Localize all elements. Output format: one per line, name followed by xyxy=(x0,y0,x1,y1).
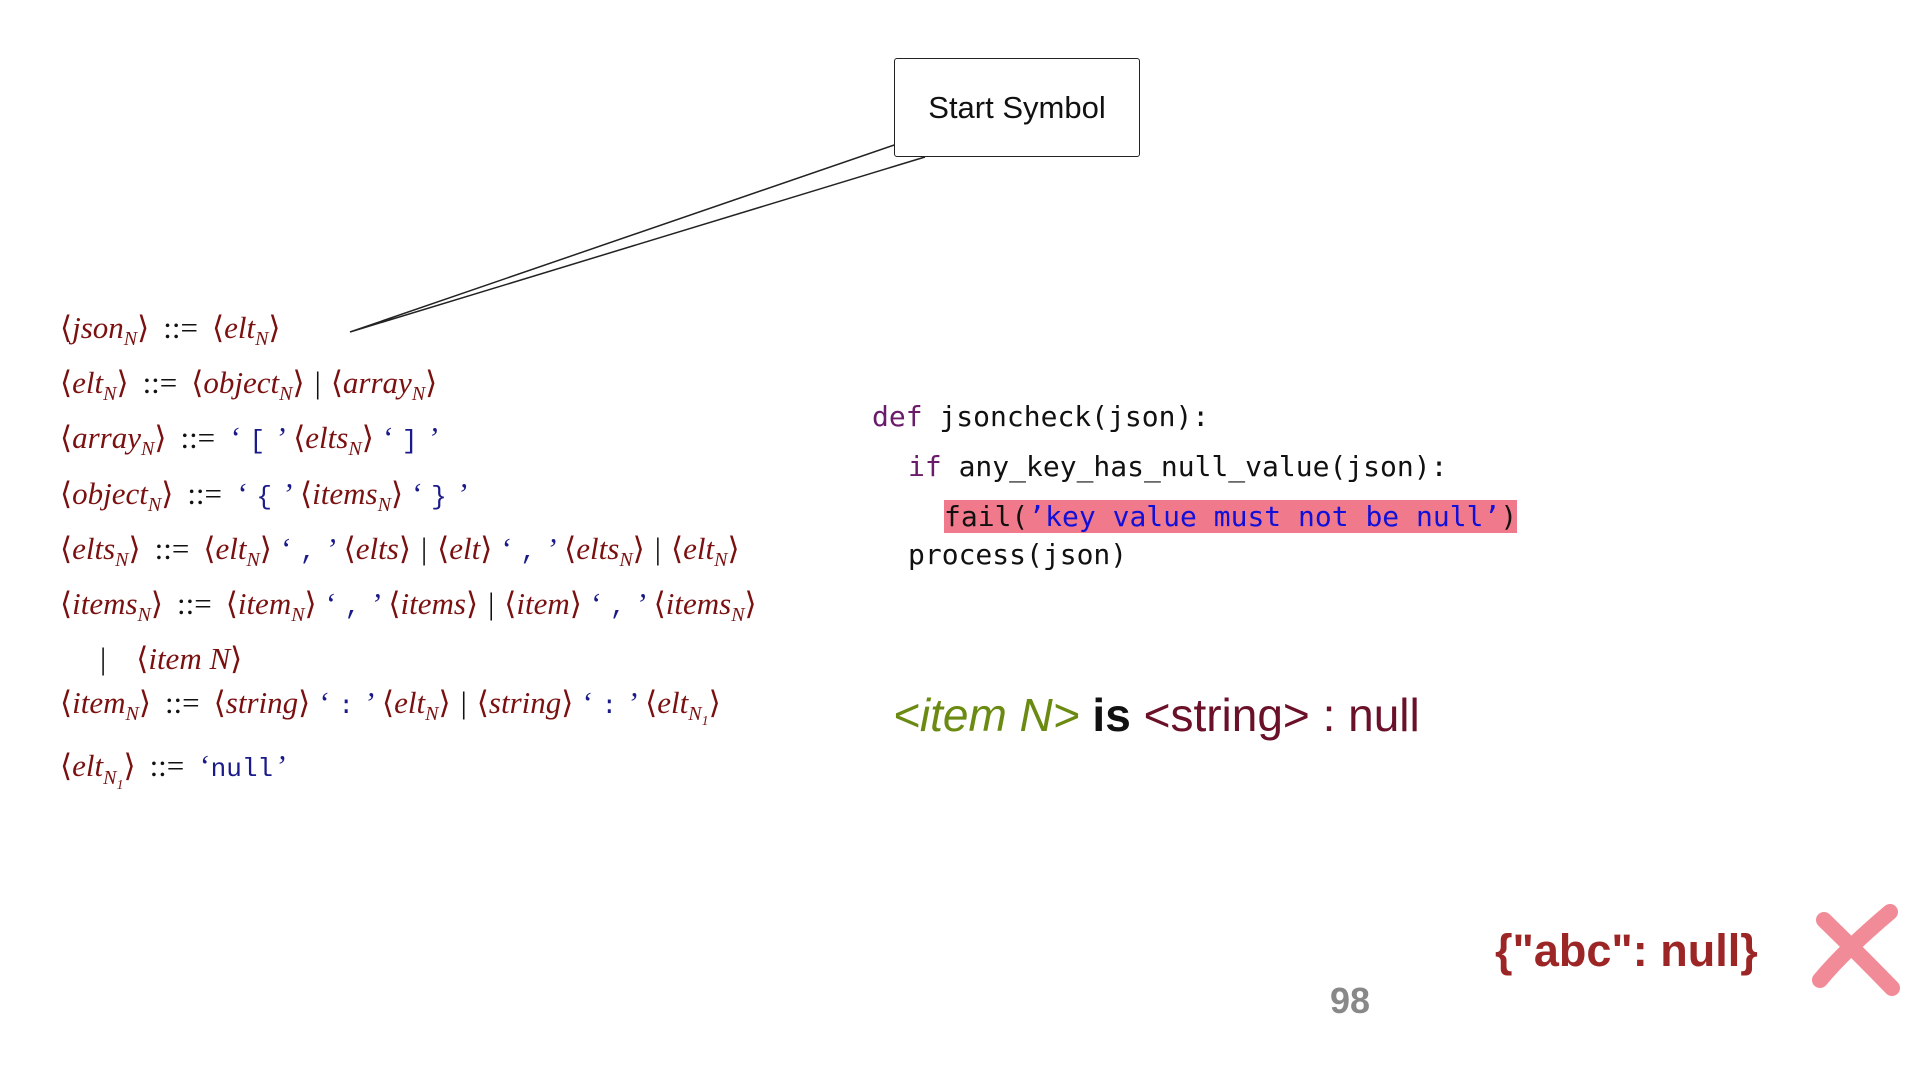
code-line-fail: fail(’key value must not be null’) xyxy=(944,500,1518,533)
grammar-line-items-cont: |⟨item N⟩ xyxy=(100,641,243,677)
nt-json: json xyxy=(72,310,124,345)
page-number: 98 xyxy=(1330,980,1371,1021)
callout-label: Start Symbol xyxy=(928,89,1106,125)
grammar-line-array: ⟨arrayN⟩::=‘[’ ⟨eltsN⟩ ‘]’ xyxy=(60,420,438,461)
start-symbol-callout: Start Symbol xyxy=(894,58,1140,157)
example-json: {"abc": null} xyxy=(1495,925,1758,976)
grammar-line-items: ⟨itemsN⟩::=⟨itemN⟩ ‘,’ ⟨items⟩|⟨item⟩ ‘,… xyxy=(60,585,757,627)
code-line-if: if any_key_has_null_value(json): xyxy=(908,450,1448,483)
code-line-process: process(json) xyxy=(908,538,1128,571)
grammar-rules: ⟨jsonN⟩::=⟨eltN⟩ ⟨eltN⟩::=⟨objectN⟩|⟨arr… xyxy=(60,306,757,808)
rule-summary: <item N> is <string> : null xyxy=(893,689,1420,741)
grammar-line-json: ⟨jsonN⟩::=⟨eltN⟩ xyxy=(60,310,281,351)
grammar-line-elt-null: ⟨eltN1⟩::=‘null’ xyxy=(60,748,286,793)
x-mark-icon xyxy=(1812,904,1900,996)
code-block: def jsoncheck(json): if any_key_has_null… xyxy=(872,392,1518,580)
code-line-def: def jsoncheck(json): xyxy=(872,400,1210,433)
grammar-line-elt: ⟨eltN⟩::=⟨objectN⟩|⟨arrayN⟩ xyxy=(60,365,438,406)
grammar-line-object: ⟨objectN⟩::=‘{’ ⟨itemsN⟩ ‘}’ xyxy=(60,475,468,516)
grammar-line-elts: ⟨eltsN⟩::=⟨eltN⟩ ‘,’ ⟨elts⟩|⟨elt⟩ ‘,’ ⟨e… xyxy=(60,530,740,571)
grammar-line-item: ⟨itemN⟩::=⟨string⟩ ‘:’ ⟨eltN⟩|⟨string⟩ ‘… xyxy=(60,685,721,730)
